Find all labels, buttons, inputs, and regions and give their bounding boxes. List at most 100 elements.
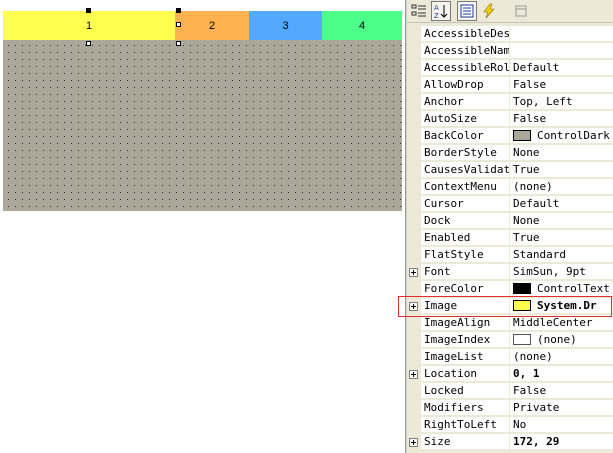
segment-2-label[interactable]: 2 <box>175 11 249 40</box>
property-value[interactable]: ControlText <box>510 281 613 297</box>
property-pages-icon[interactable] <box>511 1 531 21</box>
property-row-backcolor[interactable]: BackColor ControlDark <box>407 128 613 145</box>
form-surface[interactable] <box>3 40 402 211</box>
property-row-contextmenu[interactable]: ContextMenu(none) <box>407 179 613 196</box>
color-segment-bar: 1 2 3 4 <box>3 11 402 40</box>
property-name: ContextMenu <box>421 179 510 195</box>
property-value[interactable]: True <box>510 230 613 246</box>
segment-4-label[interactable]: 4 <box>322 11 402 40</box>
color-swatch <box>513 130 531 141</box>
property-value-text: ControlDark <box>537 129 610 142</box>
property-list: AccessibleDesc AccessibleName Accessible… <box>407 23 613 453</box>
property-row-accessibledesc[interactable]: AccessibleDesc <box>407 26 613 43</box>
property-name: BackColor <box>421 128 510 144</box>
property-name: AutoSize <box>421 111 510 127</box>
property-name: Image <box>421 298 510 314</box>
property-value[interactable]: False <box>510 111 613 127</box>
svg-text:Z: Z <box>434 12 439 19</box>
events-icon[interactable] <box>479 1 499 21</box>
property-name: AllowDrop <box>421 77 510 93</box>
property-value[interactable]: 0, 1 <box>510 366 613 382</box>
property-name: AccessibleName <box>421 43 510 59</box>
property-name: Locked <box>421 383 510 399</box>
panel-splitter[interactable] <box>405 0 407 453</box>
property-name: AccessibleRole <box>421 60 510 76</box>
property-value[interactable] <box>510 43 613 59</box>
image-swatch <box>513 300 531 311</box>
property-name: Dock <box>421 213 510 229</box>
expand-icon[interactable] <box>409 268 418 277</box>
property-value[interactable]: SimSun, 9pt <box>510 264 613 280</box>
resize-handle-bottom-right[interactable] <box>176 41 181 46</box>
property-name: Cursor <box>421 196 510 212</box>
expand-icon[interactable] <box>409 370 418 379</box>
expand-icon[interactable] <box>409 438 418 447</box>
property-row-imageindex[interactable]: ImageIndex(none) <box>407 332 613 349</box>
property-value[interactable]: True <box>510 162 613 178</box>
property-value[interactable]: Private <box>510 400 613 416</box>
property-value[interactable]: ControlDark <box>510 128 613 144</box>
resize-handle-top[interactable] <box>86 8 91 13</box>
property-value[interactable]: No <box>510 417 613 433</box>
property-name: ForeColor <box>421 281 510 297</box>
property-value[interactable]: Standard <box>510 247 613 263</box>
property-value[interactable]: False <box>510 383 613 399</box>
property-value[interactable]: False <box>510 77 613 93</box>
categorized-icon[interactable] <box>409 1 429 21</box>
property-row-accessiblename[interactable]: AccessibleName <box>407 43 613 60</box>
property-value[interactable]: Default <box>510 196 613 212</box>
property-name: Enabled <box>421 230 510 246</box>
segment-3-label[interactable]: 3 <box>249 11 322 40</box>
property-value[interactable]: (none) <box>510 332 613 348</box>
property-name: AccessibleDesc <box>421 26 510 42</box>
property-row-image[interactable]: Image System.Dr <box>407 298 613 315</box>
property-value[interactable] <box>510 26 613 42</box>
property-value[interactable]: (none) <box>510 179 613 195</box>
expand-icon[interactable] <box>409 302 418 311</box>
resize-handle-bottom[interactable] <box>86 41 91 46</box>
property-value[interactable]: Top, Left <box>510 94 613 110</box>
property-value[interactable]: (none) <box>510 349 613 365</box>
svg-text:A: A <box>434 4 439 12</box>
property-value[interactable]: None <box>510 213 613 229</box>
property-name: Anchor <box>421 94 510 110</box>
segment-1-label[interactable]: 1 <box>3 11 175 40</box>
property-name: BorderStyle <box>421 145 510 161</box>
property-name: FlatStyle <box>421 247 510 263</box>
property-value-text: System.Dr <box>537 299 597 312</box>
property-value[interactable]: 172, 29 <box>510 434 613 450</box>
property-value[interactable]: System.Dr <box>510 298 613 314</box>
resize-handle-top-right[interactable] <box>176 8 181 13</box>
property-value[interactable]: None <box>510 145 613 161</box>
properties-icon[interactable] <box>457 1 477 21</box>
property-value[interactable]: Default <box>510 60 613 76</box>
property-row-imagelist[interactable]: ImageList(none) <box>407 349 613 366</box>
property-name: ImageAlign <box>421 315 510 331</box>
property-value[interactable]: MiddleCenter <box>510 315 613 331</box>
property-name: RightToLeft <box>421 417 510 433</box>
form-designer: 1 2 3 4 <box>3 8 402 211</box>
property-name: CausesValidati <box>421 162 510 178</box>
resize-handle-right[interactable] <box>176 22 181 27</box>
